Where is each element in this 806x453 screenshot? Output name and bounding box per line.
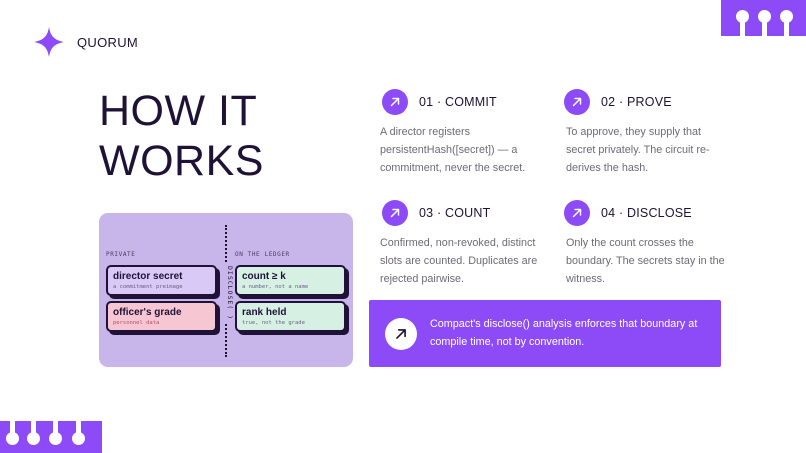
card-officers-grade: officer's grade personnel data: [106, 301, 217, 332]
arrow-up-right-icon: [564, 200, 590, 226]
step-disclose: 04 · DISCLOSE Only the count crosses the…: [564, 200, 734, 288]
step-title: 04 · DISCLOSE: [601, 206, 692, 220]
card-subtitle: true, not the grade: [242, 320, 305, 326]
disclose-boundary-label: DISCLOSE( ): [218, 263, 234, 324]
page-title: HOW IT WORKS: [99, 86, 264, 186]
card-count: count ≥ k a number, not a name: [235, 265, 346, 296]
step-title: 02 · PROVE: [601, 95, 672, 109]
step-body: To approve, they supply that secret priv…: [566, 126, 710, 174]
card-subtitle: a commitment preimage: [113, 284, 183, 290]
arrow-up-right-icon: [382, 89, 408, 115]
private-heading: PRIVATE: [106, 251, 136, 258]
step-count: 03 · COUNT Confirmed, non-revoked, disti…: [380, 200, 552, 288]
arrow-up-right-icon: [382, 200, 408, 226]
callout-text: Compact's disclose() analysis enforces t…: [430, 318, 698, 348]
step-prove: 02 · PROVE To approve, they supply that …: [564, 89, 734, 177]
card-subtitle: personnel data: [113, 320, 160, 326]
brand-name: QUORUM: [77, 34, 139, 50]
callout-banner: Compact's disclose() analysis enforces t…: [369, 300, 721, 367]
decorative-tab-top: [721, 0, 806, 36]
brand: QUORUM: [33, 26, 138, 58]
card-director-secret: director secret a commitment preimage: [106, 265, 217, 296]
disclosure-diagram: PRIVATE ON THE LEDGER DISCLOSE( ) direct…: [99, 213, 353, 367]
title-line-1: HOW IT: [99, 87, 258, 135]
arrow-up-right-icon: [564, 89, 590, 115]
sparkle-icon: [34, 27, 64, 57]
title-line-2: WORKS: [99, 137, 264, 185]
card-label: count ≥ k: [242, 271, 286, 282]
step-body: A director registers persistentHash([sec…: [380, 126, 526, 174]
card-label: director secret: [113, 271, 183, 282]
step-body: Only the count crosses the boundary. The…: [566, 237, 725, 285]
card-label: officer's grade: [113, 307, 182, 318]
step-title: 01 · COMMIT: [419, 95, 497, 109]
decorative-tab-bottom: [0, 421, 102, 453]
step-commit: 01 · COMMIT A director registers persist…: [380, 89, 552, 177]
ledger-heading: ON THE LEDGER: [235, 251, 290, 258]
card-rank-held: rank held true, not the grade: [235, 301, 346, 332]
step-title: 03 · COUNT: [419, 206, 491, 220]
card-label: rank held: [242, 307, 287, 318]
arrow-up-right-icon: [385, 318, 417, 350]
step-body: Confirmed, non-revoked, distinct slots a…: [380, 237, 538, 285]
card-subtitle: a number, not a name: [242, 284, 309, 290]
